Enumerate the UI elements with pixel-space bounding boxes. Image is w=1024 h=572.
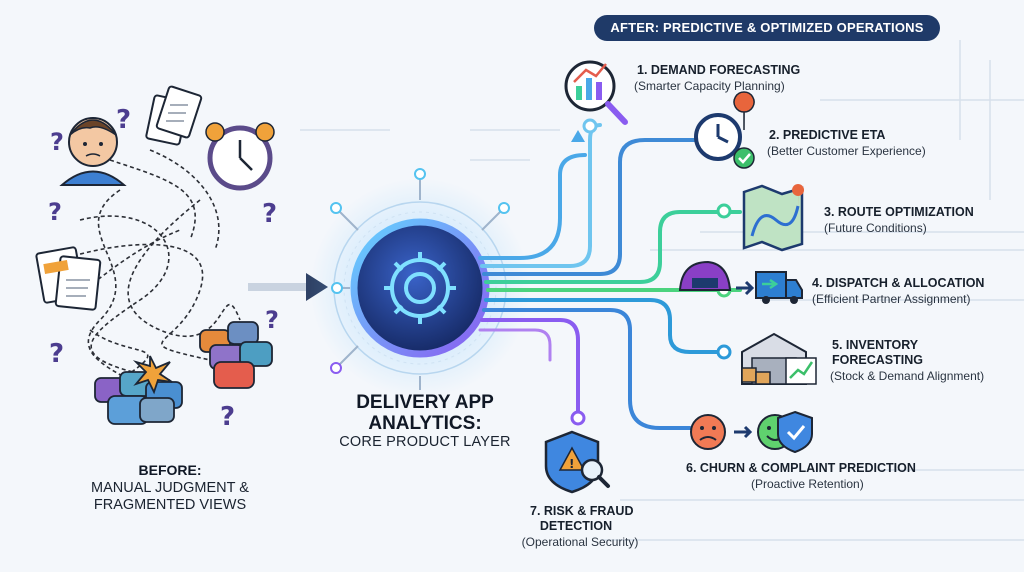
hub-spokes bbox=[330, 168, 510, 390]
step-1-title: 1. DEMAND FORECASTING bbox=[637, 63, 801, 77]
confused-person-icon bbox=[59, 117, 127, 186]
after-banner: AFTER: PREDICTIVE & OPTIMIZED OPERATIONS bbox=[594, 15, 940, 41]
svg-text:?: ? bbox=[48, 198, 62, 226]
svg-text:!: ! bbox=[569, 457, 574, 471]
gear-icon bbox=[384, 252, 456, 324]
risk-shield-icon: ! bbox=[544, 430, 610, 494]
svg-text:?: ? bbox=[262, 199, 277, 229]
svg-text:?: ? bbox=[116, 105, 131, 135]
step-7-title-line1: 7. RISK & FRAUD bbox=[530, 504, 634, 518]
hub-title-line1: DELIVERY APP bbox=[356, 392, 494, 413]
step-1-subtitle: (Smarter Capacity Planning) bbox=[634, 79, 785, 93]
warehouse-icon bbox=[741, 332, 817, 385]
question-mark-icons: ? ? ? ? ? ? ? bbox=[48, 105, 279, 432]
eta-clock-icon bbox=[694, 91, 755, 169]
documents-icon bbox=[145, 85, 203, 146]
route-map-icon bbox=[742, 184, 805, 252]
before-subtitle-line1: MANUAL JUDGMENT & bbox=[91, 480, 249, 496]
step-5-title-line1: 5. INVENTORY bbox=[832, 338, 919, 352]
step-7-subtitle: (Operational Security) bbox=[521, 535, 639, 549]
traffic-jam-icon bbox=[94, 321, 273, 425]
alarm-clock-icon bbox=[205, 122, 275, 191]
step-2-title: 2. PREDICTIVE ETA bbox=[769, 128, 886, 142]
before-title: BEFORE: bbox=[138, 462, 202, 478]
step-2-subtitle: (Better Customer Experience) bbox=[767, 144, 926, 158]
step-6-title: 6. CHURN & COMPLAINT PREDICTION bbox=[686, 461, 916, 475]
before-subtitle: MANUAL JUDGMENT & FRAGMENTED VIEWS bbox=[60, 480, 280, 514]
before-subtitle-line2: FRAGMENTED VIEWS bbox=[93, 497, 247, 513]
churn-faces-icon bbox=[690, 410, 813, 454]
step-7-title-line2: DETECTION bbox=[539, 519, 613, 533]
demand-forecast-icon bbox=[564, 60, 628, 125]
hub-title: DELIVERY APP ANALYTICS: bbox=[330, 392, 520, 434]
svg-text:?: ? bbox=[220, 402, 235, 432]
step-4-title: 4. DISPATCH & ALLOCATION bbox=[812, 276, 985, 290]
paperwork-icon bbox=[35, 246, 102, 311]
svg-text:?: ? bbox=[265, 306, 279, 334]
svg-text:?: ? bbox=[50, 128, 64, 156]
step-4-subtitle: (Efficient Partner Assignment) bbox=[812, 292, 971, 306]
hub-title-line2: ANALYTICS: bbox=[368, 413, 482, 434]
dispatch-icon bbox=[678, 260, 803, 304]
step-5-title-line2: FORECASTING bbox=[832, 353, 923, 367]
step-6-subtitle: (Proactive Retention) bbox=[751, 477, 864, 491]
svg-text:?: ? bbox=[49, 339, 64, 369]
step-3-title: 3. ROUTE OPTIMIZATION bbox=[824, 205, 974, 219]
step-3-subtitle: (Future Conditions) bbox=[824, 221, 927, 235]
step-5-subtitle: (Stock & Demand Alignment) bbox=[830, 369, 985, 383]
analytics-hub bbox=[310, 178, 530, 398]
hub-subtitle: CORE PRODUCT LAYER bbox=[339, 434, 511, 450]
